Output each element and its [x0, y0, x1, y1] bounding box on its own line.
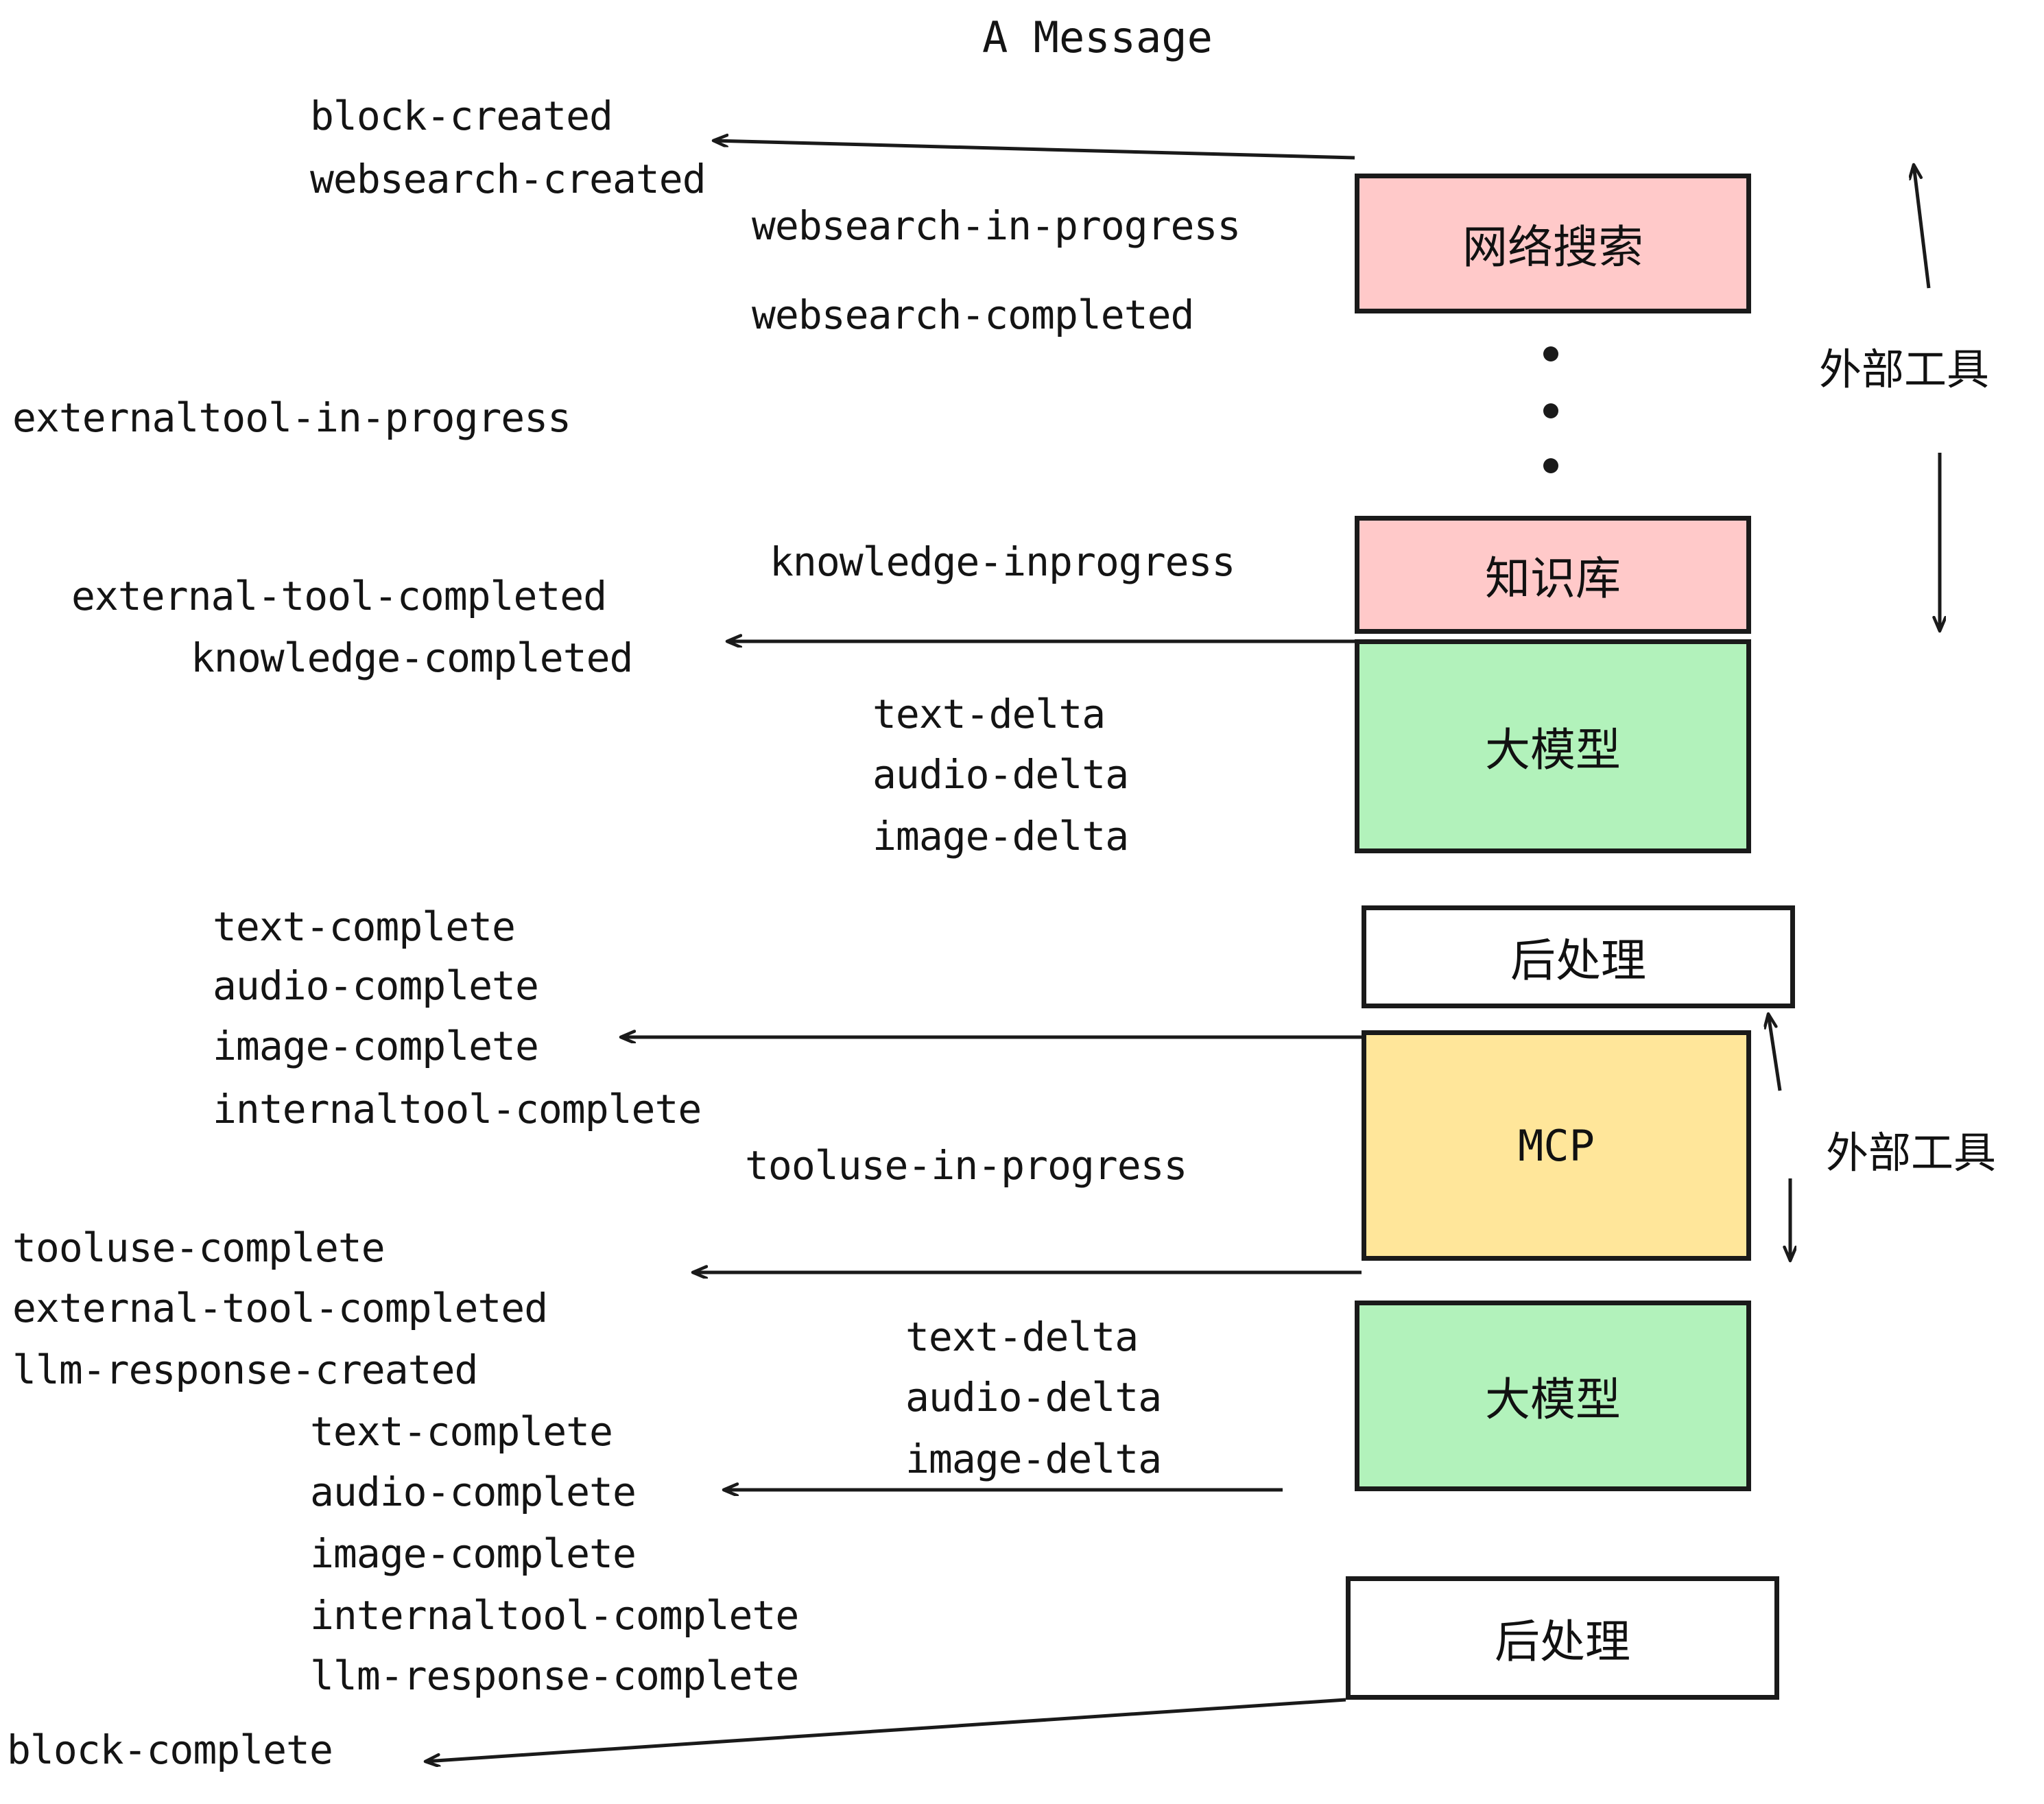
node-mcp[interactable]: MCP [1362, 1030, 1751, 1261]
node-postprocess-2-label: 后处理 [1495, 1615, 1630, 1668]
event-internaltool-complete-1: internaltool-complete [213, 1086, 702, 1132]
event-image-complete-2: image-complete [310, 1530, 637, 1577]
event-block-created: block-created [310, 93, 613, 139]
event-audio-complete-2: audio-complete [310, 1469, 637, 1515]
event-text-complete-1: text-complete [213, 903, 516, 950]
node-websearch[interactable]: 网络搜索 [1355, 174, 1751, 313]
node-llm-1[interactable]: 大模型 [1355, 639, 1751, 853]
event-image-complete-1: image-complete [213, 1023, 539, 1069]
event-internaltool-complete-2: internaltool-complete [310, 1592, 799, 1639]
event-externaltool-in-progress: externaltool-in-progress [12, 394, 571, 441]
arrow-external-tool-up-bottom [1768, 1014, 1782, 1091]
event-websearch-created: websearch-created [310, 156, 706, 202]
event-knowledge-completed: knowledge-completed [191, 634, 633, 681]
event-text-delta-1: text-delta [872, 691, 1106, 737]
event-image-delta-1: image-delta [872, 813, 1129, 859]
node-postprocess-1[interactable]: 后处理 [1362, 905, 1795, 1008]
event-tooluse-complete: tooluse-complete [12, 1224, 385, 1271]
node-llm-1-label: 大模型 [1485, 724, 1621, 776]
ellipsis-dot-2 [1543, 403, 1558, 418]
node-knowledge-label: 知识库 [1485, 552, 1621, 605]
node-postprocess-1-label: 后处理 [1510, 934, 1646, 987]
event-external-tool-completed-2: external-tool-completed [12, 1285, 548, 1331]
node-websearch-label: 网络搜索 [1462, 221, 1643, 274]
node-llm-2-label: 大模型 [1485, 1373, 1621, 1426]
event-block-complete: block-complete [7, 1726, 333, 1773]
event-image-delta-2: image-delta [905, 1436, 1162, 1482]
page-title: A Message [982, 12, 1213, 62]
ellipsis-dot-1 [1543, 346, 1558, 361]
node-knowledge[interactable]: 知识库 [1355, 516, 1751, 634]
node-postprocess-2[interactable]: 后处理 [1346, 1576, 1779, 1700]
event-websearch-completed: websearch-completed [752, 292, 1194, 338]
node-mcp-label: MCP [1518, 1120, 1595, 1171]
ellipsis-dot-3 [1543, 458, 1558, 473]
side-label-external-tool-bottom: 外部工具 [1826, 1128, 1997, 1178]
event-external-tool-completed-1: external-tool-completed [71, 573, 607, 619]
event-llm-response-created: llm-response-created [12, 1346, 478, 1393]
event-tooluse-in-progress: tooluse-in-progress [745, 1142, 1187, 1189]
event-text-delta-2: text-delta [905, 1314, 1139, 1360]
event-llm-response-complete: llm-response-complete [310, 1652, 799, 1699]
arrow-post2-to-block-complete [425, 1698, 1346, 1761]
event-knowledge-inprogress: knowledge-inprogress [770, 538, 1235, 585]
event-audio-complete-1: audio-complete [213, 962, 539, 1009]
side-label-external-tool-top: 外部工具 [1819, 344, 1990, 394]
arrow-websearch-to-created [713, 141, 1355, 160]
arrow-external-tool-up-top [1914, 165, 1931, 289]
node-llm-2[interactable]: 大模型 [1355, 1301, 1751, 1491]
event-text-complete-2: text-complete [310, 1408, 613, 1455]
event-websearch-in-progress: websearch-in-progress [752, 202, 1241, 249]
event-audio-delta-1: audio-delta [872, 751, 1129, 798]
event-audio-delta-2: audio-delta [905, 1374, 1162, 1421]
